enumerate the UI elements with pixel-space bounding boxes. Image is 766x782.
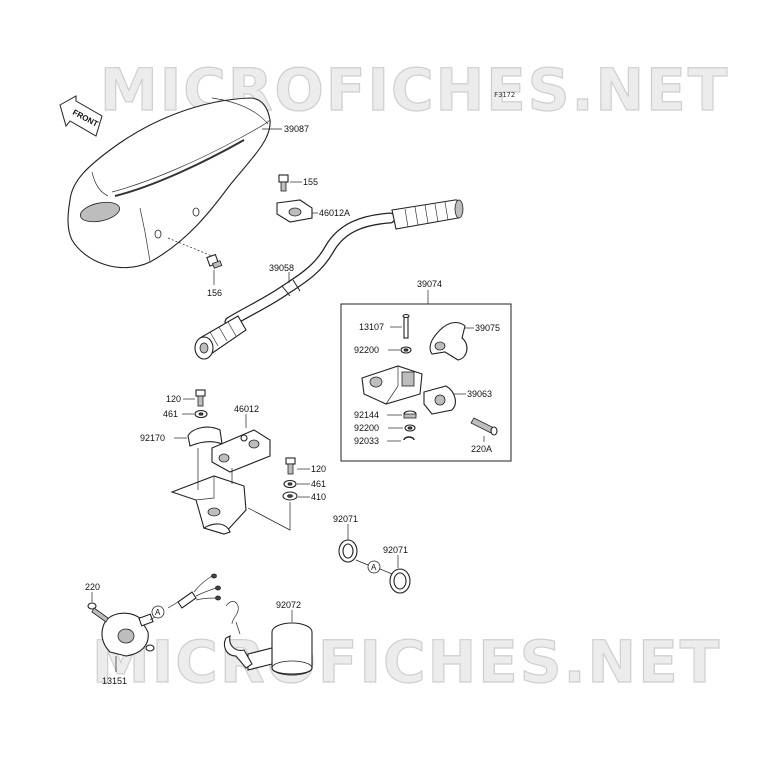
label-220A: 220A [471,444,492,454]
washer-92200-b [404,424,416,432]
lever-assembly-box [340,303,512,462]
label-92170: 92170 [140,433,165,443]
lever-holder [361,365,423,405]
label-39087: 39087 [284,124,309,134]
label-410: 410 [311,492,326,502]
clamp-46012A [276,199,313,223]
label-92072: 92072 [276,600,301,610]
switch-13151 [101,612,155,657]
label-92033: 92033 [354,436,379,446]
washer-92200-a [400,346,412,354]
screw-220A [470,417,498,436]
screw-220 [87,602,109,623]
grip-right [391,199,464,230]
label-461-b: 461 [311,479,326,489]
clamp-92170 [187,426,223,447]
label-92071-a: 92071 [333,514,358,524]
label-39058: 39058 [269,263,294,273]
label-92200-a: 92200 [354,345,379,355]
ring-92071-b [389,568,411,594]
callout-a-switch: A [151,605,165,619]
screw-156 [167,237,223,269]
washer-461-b [283,479,297,489]
front-arrow-icon: FRONT [59,95,103,137]
label-120-b: 120 [311,464,326,474]
label-92200-b: 92200 [354,423,379,433]
label-120-a: 120 [166,394,181,404]
label-461-a: 461 [163,409,178,419]
holder-92072 [247,622,313,676]
label-13151: 13151 [102,676,127,686]
callout-a-switch-letter: A [155,608,161,617]
bushing-92144 [403,410,417,419]
pin-13107 [402,313,410,339]
bolt-120-a [195,389,206,407]
label-92071-b: 92071 [383,545,408,555]
switch-wiring [149,573,221,621]
label-92144: 92144 [354,410,379,420]
washer-410 [282,491,298,501]
ring-92071-a [338,539,358,563]
watermark-bottom-outline: MICROFICHES.NET [92,628,721,696]
figure-code: F3172 [494,91,515,99]
callout-a-ring: A [367,560,381,574]
handlebar-bracket [170,475,247,535]
bolt-120-b [285,457,296,475]
label-39063: 39063 [467,389,492,399]
clamp-46012 [211,429,271,473]
washer-461-a [194,409,208,419]
cap-39063 [423,385,456,415]
lever-39075 [429,321,468,361]
watermark-bottom: MICROFICHES.NET [92,628,721,696]
label-156: 156 [207,288,222,298]
label-39075: 39075 [475,323,500,333]
cable-clip [223,601,253,669]
seat-cover [67,97,271,269]
grip-left [194,315,247,360]
label-155: 155 [303,177,318,187]
label-220: 220 [85,582,100,592]
bolt-155 [278,174,289,192]
callout-a-ring-letter: A [371,563,377,572]
circlip-92033 [403,436,415,441]
label-46012: 46012 [234,404,259,414]
label-13107: 13107 [359,322,384,332]
label-39074: 39074 [417,279,442,289]
handlebar [224,212,396,328]
label-46012A: 46012A [319,208,350,218]
